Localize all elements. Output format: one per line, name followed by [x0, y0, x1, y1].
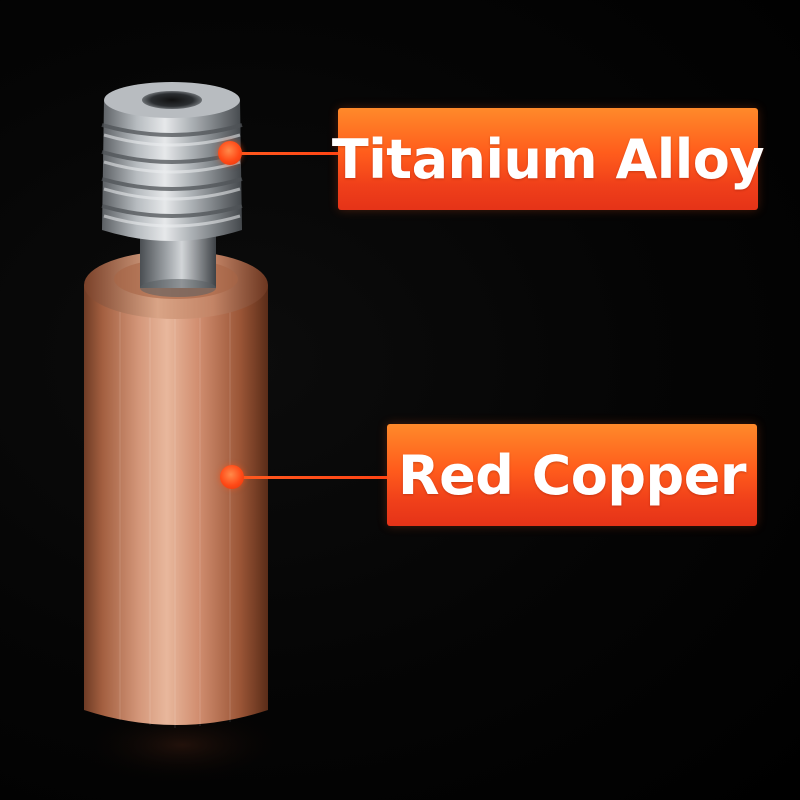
copper-callout-line: [232, 476, 388, 479]
copper-callout-dot: [220, 465, 244, 489]
titanium-callout-dot: [218, 141, 242, 165]
thread-rings: [101, 91, 243, 241]
titanium-alloy-label: Titanium Alloy: [332, 108, 765, 210]
titanium-callout-line: [232, 152, 340, 155]
red-copper-label-text: Red Copper: [398, 443, 746, 507]
red-copper-label: Red Copper: [387, 424, 757, 526]
titanium-alloy-label-text: Titanium Alloy: [331, 127, 765, 191]
